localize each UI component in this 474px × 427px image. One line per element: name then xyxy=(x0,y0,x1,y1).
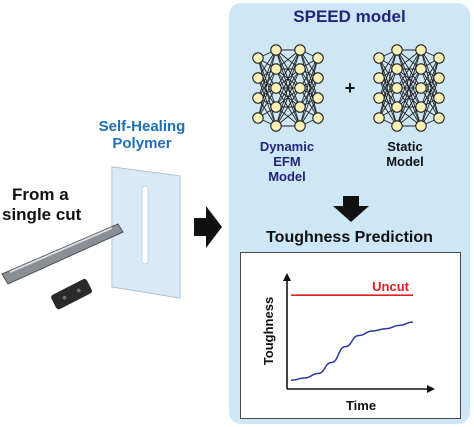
network-edge xyxy=(299,77,319,127)
network-edge xyxy=(257,87,277,119)
network-edge xyxy=(396,49,422,127)
network-node xyxy=(415,120,427,132)
network-edge xyxy=(257,68,277,119)
polymer-label-line1: Self-Healing xyxy=(98,118,186,135)
network-node xyxy=(252,72,264,84)
cut-label: From a single cut xyxy=(2,185,102,224)
network-node xyxy=(252,52,264,64)
network-edge xyxy=(275,49,301,108)
network-node xyxy=(433,72,445,84)
cut-slit xyxy=(141,185,149,265)
toughness-chart: Time Toughness Uncut xyxy=(240,252,461,419)
network-node xyxy=(294,82,306,94)
network-node xyxy=(415,63,427,75)
polymer-sheet xyxy=(111,166,181,299)
network-edge xyxy=(299,57,319,108)
dynamic-label-line3: Model xyxy=(268,168,306,184)
y-axis-label: Toughness xyxy=(261,297,276,365)
network-node xyxy=(433,52,445,64)
knife-handle xyxy=(51,278,92,310)
network-edge xyxy=(378,68,398,119)
polymer-label-line2: Polymer xyxy=(112,135,172,153)
chart-svg: Time Toughness Uncut xyxy=(261,273,435,413)
cut-label-line1: From a xyxy=(12,185,69,204)
network-node xyxy=(391,101,403,113)
network-edge xyxy=(396,68,422,127)
dynamic-efm-network-icon xyxy=(252,44,324,132)
network-node xyxy=(294,101,306,113)
network-edge xyxy=(378,87,398,119)
network-node xyxy=(391,120,403,132)
network-edge xyxy=(420,57,440,108)
network-node xyxy=(312,52,324,64)
network-node xyxy=(252,112,264,124)
network-edge xyxy=(275,87,301,127)
network-node xyxy=(433,112,445,124)
y-axis-arrowhead xyxy=(283,273,291,281)
series-layer xyxy=(290,294,414,382)
network-node xyxy=(294,120,306,132)
network-node xyxy=(312,72,324,84)
right-arrow-icon xyxy=(194,206,222,248)
prediction-title: Toughness Prediction xyxy=(266,229,433,246)
network-node xyxy=(391,82,403,94)
static-network-icon xyxy=(373,44,445,132)
network-node xyxy=(252,92,264,104)
network-node xyxy=(373,52,385,64)
cut-label-line2: single cut xyxy=(2,204,82,224)
network-edge xyxy=(257,49,277,99)
network-edge xyxy=(275,49,301,127)
network-node xyxy=(415,44,427,56)
network-edge xyxy=(420,57,440,89)
toughness-curve xyxy=(290,321,414,382)
knife-icon xyxy=(1,223,124,310)
x-axis-label: Time xyxy=(346,398,376,413)
network-node xyxy=(270,120,282,132)
network-node xyxy=(312,92,324,104)
network-node xyxy=(270,101,282,113)
x-axis-arrowhead xyxy=(427,385,435,393)
network-edge xyxy=(396,49,422,108)
network-node xyxy=(433,92,445,104)
network-node xyxy=(415,101,427,113)
network-edge xyxy=(396,87,422,127)
network-node xyxy=(373,112,385,124)
network-node xyxy=(294,44,306,56)
network-node xyxy=(391,44,403,56)
dynamic-model-label: Dynamic EFM Model xyxy=(237,139,337,185)
static-model-label: Static Model xyxy=(355,139,455,170)
polymer-label: Self-Healing Polymer xyxy=(80,118,204,153)
network-node xyxy=(391,63,403,75)
network-edge xyxy=(299,57,319,89)
panel-title: SPEED model xyxy=(293,7,406,26)
network-edge xyxy=(420,77,440,127)
network-node xyxy=(270,63,282,75)
network-node xyxy=(270,44,282,56)
down-arrow-icon xyxy=(333,196,369,222)
network-node xyxy=(294,63,306,75)
network-node xyxy=(270,82,282,94)
network-node xyxy=(373,72,385,84)
network-node xyxy=(312,112,324,124)
network-edge xyxy=(420,57,440,127)
network-edge xyxy=(275,68,301,127)
plus-sign: + xyxy=(344,78,356,98)
network-edge xyxy=(378,49,398,119)
static-label-line2: Model xyxy=(386,153,424,169)
network-edge xyxy=(257,49,277,119)
dynamic-label-line1: Dynamic xyxy=(259,139,315,154)
network-node xyxy=(373,92,385,104)
network-edge xyxy=(378,49,398,99)
network-edge xyxy=(396,49,422,89)
static-label-line1: Static xyxy=(387,139,423,154)
network-node xyxy=(415,82,427,94)
uncut-annotation: Uncut xyxy=(372,279,410,294)
network-edge xyxy=(275,49,301,89)
network-edge xyxy=(299,57,319,127)
dynamic-label-line2: EFM xyxy=(273,153,301,169)
